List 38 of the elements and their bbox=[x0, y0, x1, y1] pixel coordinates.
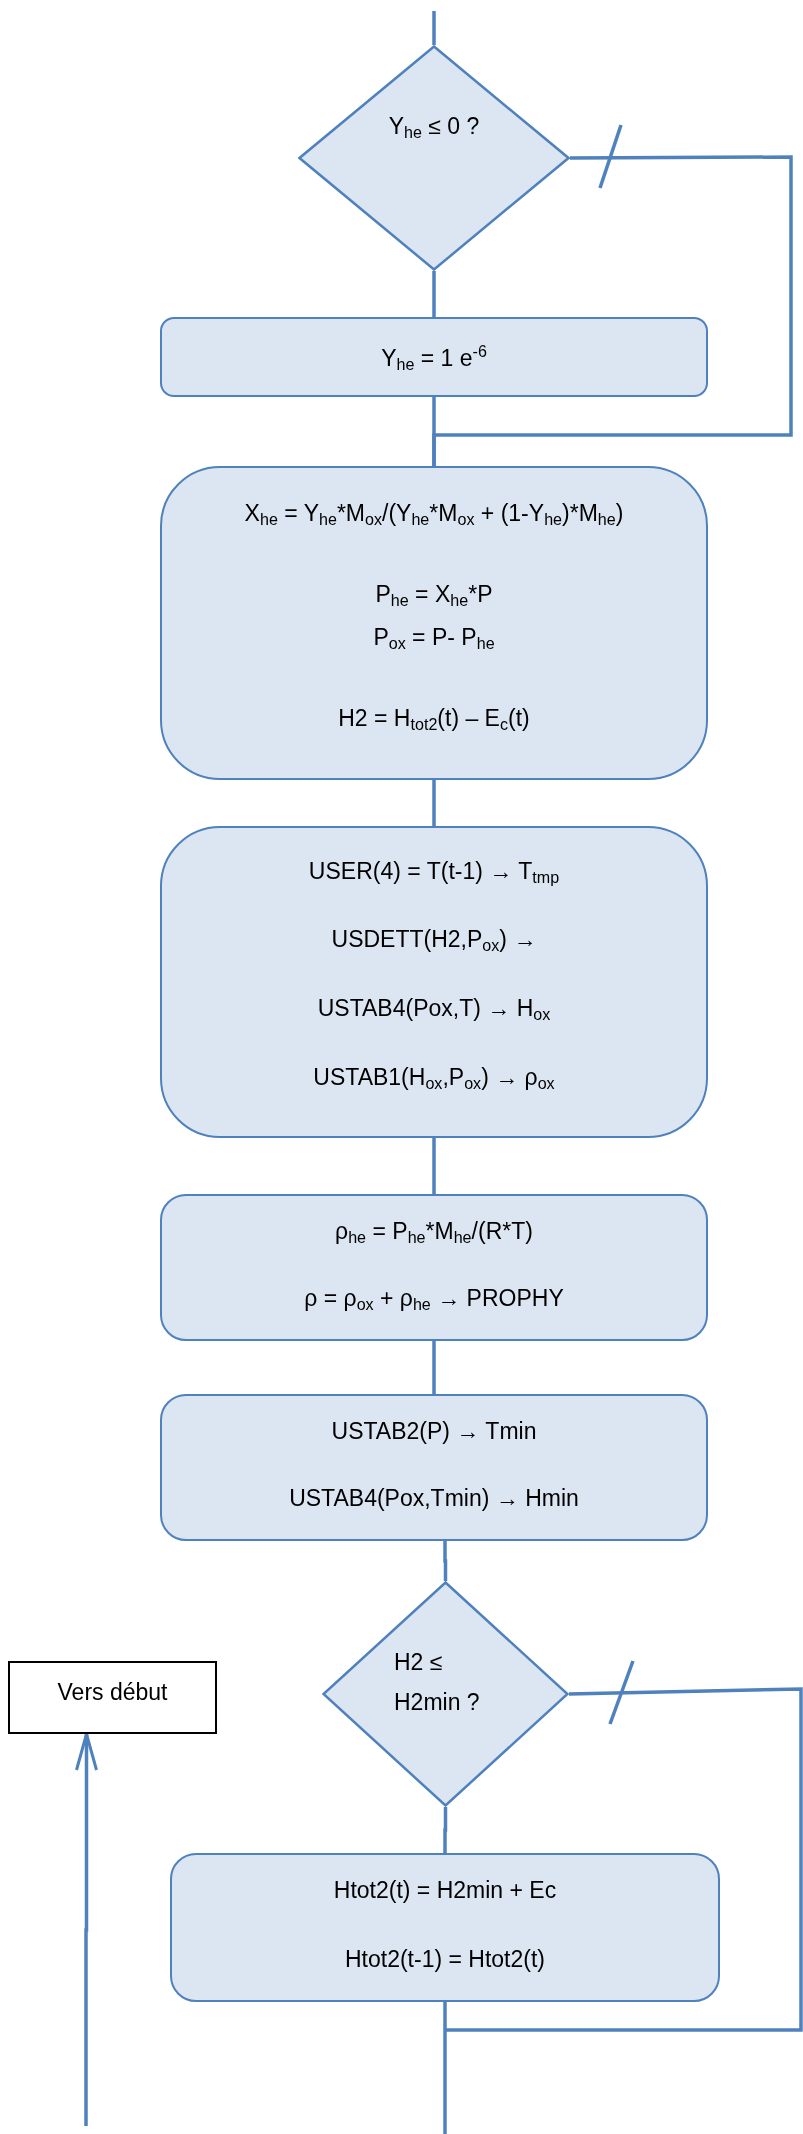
connector-line bbox=[443, 1807, 448, 1853]
formula-text: X$_{he}$ = Y$_{he}$*M$_{ox}$/(Y$_{he}$*M$_{ox}$ + (1-Y$_{he}$)*M$_{he}$) bbox=[243, 500, 625, 528]
decision-diamond bbox=[322, 1581, 569, 1807]
formula-text: USDETT(H2,P$_{ox}$) → bbox=[330, 926, 538, 954]
process-box bbox=[170, 1853, 720, 2002]
connector-line bbox=[443, 1541, 448, 1581]
connector-line bbox=[445, 1687, 803, 2032]
process-box bbox=[160, 1194, 708, 1341]
formula-text: USTAB4(Pox,Tmin) → Hmin bbox=[288, 1485, 580, 1513]
connector-line bbox=[432, 271, 436, 317]
connector-line bbox=[432, 1341, 436, 1394]
process-box bbox=[160, 466, 708, 780]
formula-text: P$_{ox}$ = P- P$_{he}$ bbox=[372, 624, 496, 652]
arrow bbox=[75, 1732, 98, 2126]
process-box bbox=[160, 317, 708, 397]
formula-text: Y$_{he}$ = 1 e$^{-6}$ bbox=[380, 345, 488, 373]
formula-text: H2 = H$_{tot2}$(t) – E$_{c}$(t) bbox=[337, 705, 531, 733]
process-box bbox=[160, 1394, 708, 1541]
formula-text: Htot2(t-1) = Htot2(t) bbox=[344, 1946, 546, 1974]
formula-text: ρ = ρ$_{ox}$ + ρ$_{he}$ → PROPHY bbox=[303, 1285, 565, 1313]
label-text: Vers début bbox=[56, 1679, 169, 1707]
formula-text: USTAB2(P) → Tmin bbox=[330, 1418, 538, 1446]
connector-line bbox=[432, 397, 436, 466]
formula-text: P$_{he}$ = X$_{he}$*P bbox=[374, 581, 494, 609]
formula-text: ρ$_{he}$ = P$_{he}$*M$_{he}$/(R*T) bbox=[334, 1218, 534, 1246]
decision-diamond bbox=[298, 45, 570, 271]
formula-text: USTAB1(H$_{ox}$,P$_{ox}$) → ρ$_{ox}$ bbox=[312, 1064, 556, 1092]
formula-text: Htot2(t) = H2min + Ec bbox=[332, 1877, 558, 1905]
connector-line bbox=[432, 780, 436, 826]
formula-text: USER(4) = T(t-1) → T$_{tmp}$ bbox=[307, 858, 561, 886]
connector-line bbox=[443, 2002, 447, 2134]
terminal-box bbox=[8, 1661, 217, 1734]
process-box bbox=[160, 826, 708, 1138]
condition-text: Y$_{he}$ ≤ 0 ? bbox=[387, 113, 481, 141]
condition-text: H2 ≤ H2min ? bbox=[394, 1647, 481, 1717]
connector-line bbox=[432, 1138, 436, 1194]
connector-line bbox=[432, 11, 436, 45]
formula-text: USTAB4(Pox,T) → H$_{ox}$ bbox=[316, 995, 552, 1023]
